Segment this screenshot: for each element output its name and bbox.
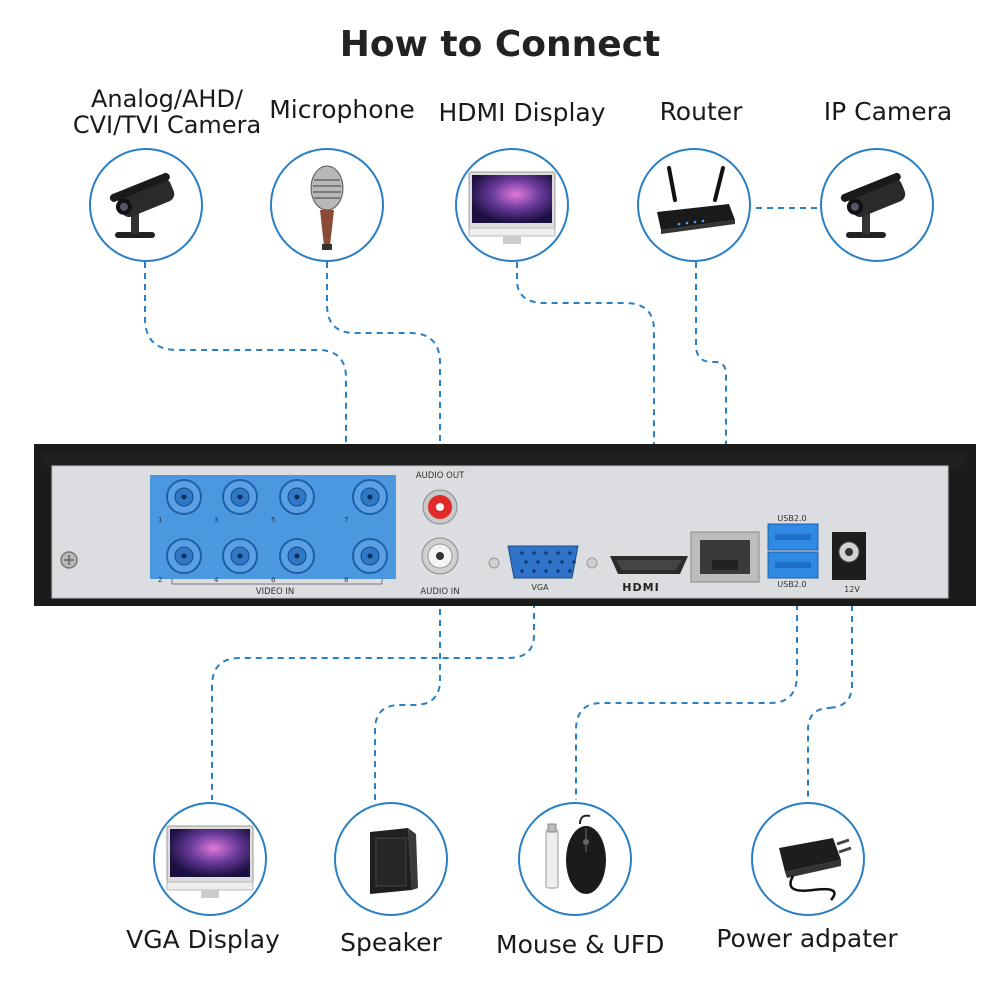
vga-pin [520, 551, 524, 555]
vga-pin [520, 569, 524, 573]
vga-pin [556, 569, 560, 573]
vga-pin [556, 551, 560, 555]
bnc-connector-pin [367, 553, 373, 559]
vga-pin [572, 560, 576, 564]
vga-pin [532, 551, 536, 555]
bnc-channel-number: 4 [214, 576, 219, 584]
wire-power [807, 572, 853, 800]
wire-router [695, 262, 727, 530]
ip-camera-circle [820, 148, 934, 262]
bnc-connector-pin [367, 494, 373, 500]
bnc-connector-pin [294, 494, 300, 500]
analog-camera-circle [89, 148, 203, 262]
bnc-channel-number: 2 [158, 576, 162, 584]
audio-out-label: AUDIO OUT [416, 471, 465, 481]
hdmi-label: HDMI [622, 581, 659, 594]
power-adapter-circle [751, 802, 865, 916]
usb-bottom-label: USB2.0 [777, 580, 806, 589]
vga-pin [524, 560, 528, 564]
hdmi-display-circle [455, 148, 569, 262]
speaker-icon [370, 828, 418, 894]
audio-in-label: AUDIO IN [420, 587, 459, 597]
wire-analog-camera [144, 262, 347, 466]
label-microphone: Microphone [269, 95, 415, 124]
mouse-ufd-circle [518, 802, 632, 916]
router-icon [657, 166, 735, 234]
page-title: How to Connect [339, 24, 661, 65]
bnc-channel-number: 7 [344, 516, 348, 524]
label-mouse-ufd: Mouse & UFD [496, 930, 665, 959]
power-adapter-icon [779, 838, 852, 901]
mouse-usb-icon [545, 814, 606, 894]
bnc-connector-pin [181, 494, 187, 500]
bnc-channel-number: 5 [271, 516, 275, 524]
bnc-channel-number: 1 [158, 516, 162, 524]
usb-top-label: USB2.0 [777, 514, 806, 523]
vga-pin [532, 569, 536, 573]
vga-pin [568, 551, 572, 555]
bnc-connector-pin [237, 553, 243, 559]
bnc-connector-pin [294, 553, 300, 559]
label-hdmi-display: HDMI Display [438, 98, 606, 127]
power-label: 12V [844, 585, 860, 594]
vga-pin [548, 560, 552, 564]
bullet-camera-icon [840, 172, 906, 238]
vga-label: VGA [531, 583, 549, 592]
wire-speaker [374, 576, 441, 800]
microphone-icon [310, 165, 344, 250]
label-analog-camera: Analog/AHD/ CVI/TVI Camera [72, 85, 262, 139]
label-ip-camera: IP Camera [823, 97, 953, 126]
bnc-connectors [166, 479, 388, 574]
vga-pin [536, 560, 540, 564]
wire-usb [575, 582, 798, 800]
vga-pin [560, 560, 564, 564]
wire-microphone [326, 262, 441, 484]
label-power-adapter: Power adpater [716, 924, 898, 953]
speaker-circle [334, 802, 448, 916]
label-router: Router [659, 97, 743, 126]
label-vga-display: VGA Display [126, 925, 280, 954]
wire-vga [211, 580, 535, 800]
bnc-channel-number: 8 [344, 576, 348, 584]
label-speaker: Speaker [340, 928, 442, 957]
vga-pin [544, 551, 548, 555]
monitor-icon [166, 825, 254, 898]
bnc-connector-pin [237, 494, 243, 500]
bnc-connector-pin [181, 553, 187, 559]
router-circle [637, 148, 751, 262]
video-in-label: VIDEO IN [256, 587, 295, 597]
bnc-channel-number: 6 [271, 576, 276, 584]
bnc-channel-number: 3 [214, 516, 218, 524]
wire-hdmi [516, 262, 655, 538]
vga-pin [544, 569, 548, 573]
monitor-icon [468, 171, 556, 244]
bullet-camera-icon [109, 172, 175, 238]
vga-pin [568, 569, 572, 573]
microphone-circle [270, 148, 384, 262]
vga-display-circle [153, 802, 267, 916]
